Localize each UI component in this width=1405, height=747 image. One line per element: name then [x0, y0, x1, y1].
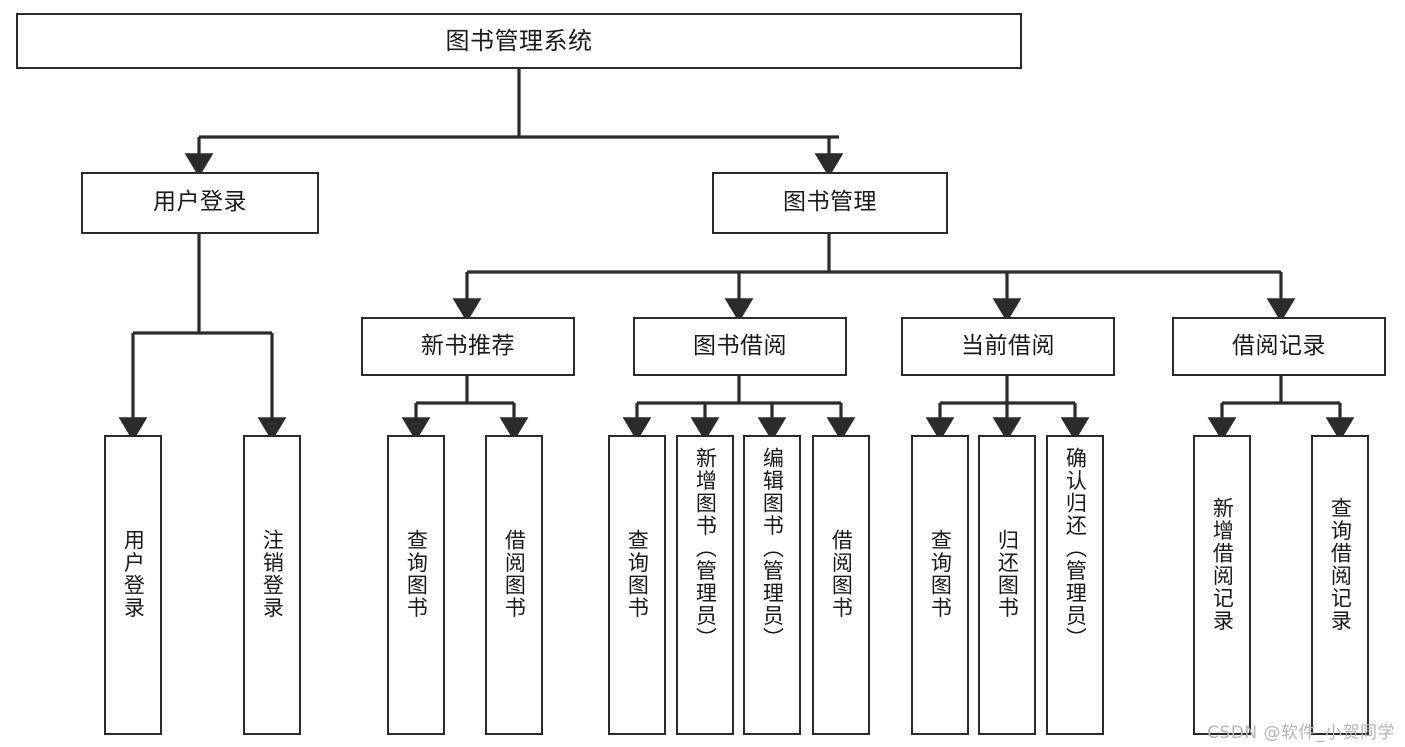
node-book-borrow-label: 图书借阅: [693, 332, 787, 359]
node-leaf-add-book-label: 新增图书（管理员）: [693, 447, 718, 650]
node-user-login-label: 用户登录: [153, 189, 247, 216]
node-user-login[interactable]: 用户登录: [81, 172, 319, 234]
node-leaf-add-record-label: 新增借阅记录: [1210, 497, 1235, 632]
node-current-borrow-label: 当前借阅: [961, 332, 1055, 359]
node-leaf-query-book-3[interactable]: 查询图书: [911, 435, 969, 735]
node-book-manage[interactable]: 图书管理: [712, 172, 948, 234]
node-root[interactable]: 图书管理系统: [16, 13, 1022, 69]
node-leaf-user-logout[interactable]: 注销登录: [243, 435, 301, 735]
node-leaf-borrow-book-1[interactable]: 借阅图书: [485, 435, 543, 735]
node-leaf-user-login-label: 用户登录: [121, 529, 146, 619]
node-leaf-edit-book-label: 编辑图书（管理员）: [760, 447, 785, 650]
node-leaf-user-login[interactable]: 用户登录: [104, 435, 162, 735]
node-leaf-edit-book[interactable]: 编辑图书（管理员）: [743, 435, 801, 735]
node-leaf-add-book[interactable]: 新增图书（管理员）: [676, 435, 734, 735]
node-borrow-record-label: 借阅记录: [1232, 332, 1326, 359]
node-leaf-query-record[interactable]: 查询借阅记录: [1311, 435, 1369, 735]
node-leaf-query-book-1-label: 查询图书: [404, 529, 429, 619]
node-new-book-recommend-label: 新书推荐: [421, 332, 515, 359]
node-book-manage-label: 图书管理: [783, 189, 877, 216]
node-book-borrow[interactable]: 图书借阅: [633, 317, 847, 376]
node-root-label: 图书管理系统: [445, 26, 593, 55]
node-leaf-confirm-return-label: 确认归还（管理员）: [1063, 447, 1088, 650]
node-new-book-recommend[interactable]: 新书推荐: [361, 317, 575, 376]
node-leaf-query-book-2[interactable]: 查询图书: [608, 435, 666, 735]
node-current-borrow[interactable]: 当前借阅: [901, 317, 1115, 376]
node-leaf-query-record-label: 查询借阅记录: [1328, 497, 1353, 632]
node-leaf-return-book-label: 归还图书: [995, 529, 1020, 619]
node-borrow-record[interactable]: 借阅记录: [1172, 317, 1386, 376]
node-leaf-confirm-return[interactable]: 确认归还（管理员）: [1046, 435, 1104, 735]
node-leaf-borrow-book-1-label: 借阅图书: [502, 529, 527, 619]
node-leaf-borrow-book-2[interactable]: 借阅图书: [812, 435, 870, 735]
node-leaf-add-record[interactable]: 新增借阅记录: [1193, 435, 1251, 735]
node-leaf-query-book-1[interactable]: 查询图书: [387, 435, 445, 735]
node-leaf-borrow-book-2-label: 借阅图书: [829, 529, 854, 619]
node-leaf-user-logout-label: 注销登录: [260, 529, 285, 619]
node-leaf-return-book[interactable]: 归还图书: [978, 435, 1036, 735]
node-leaf-query-book-3-label: 查询图书: [928, 529, 953, 619]
node-leaf-query-book-2-label: 查询图书: [625, 529, 650, 619]
